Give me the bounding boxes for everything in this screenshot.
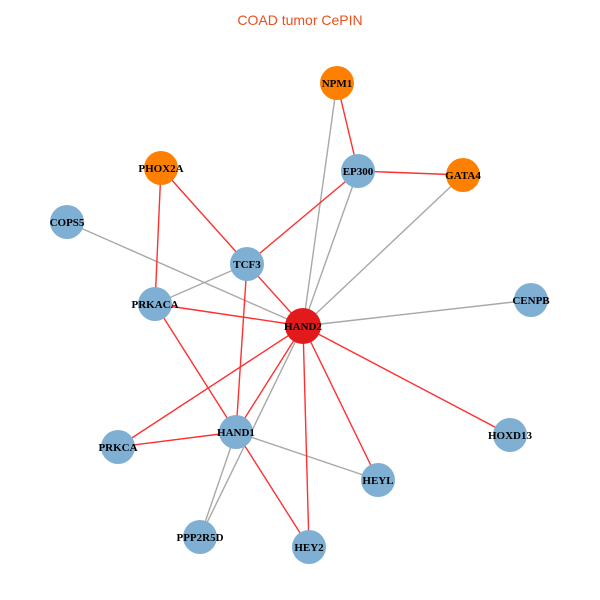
node-label: TCF3 <box>233 259 261 271</box>
node-npm1[interactable]: NPM1 <box>320 66 354 100</box>
node-gata4[interactable]: GATA4 <box>445 158 481 192</box>
edge-gata4-hand2 <box>302 174 464 327</box>
edge-hand1-hey2 <box>235 431 310 548</box>
node-circle <box>219 415 253 449</box>
node-label: PPP2R5D <box>176 532 223 544</box>
edge-ep300-tcf3 <box>246 170 359 265</box>
node-label: GATA4 <box>445 170 481 182</box>
edge-ep300-gata4 <box>357 170 464 176</box>
edge-hand2-heyl <box>302 325 379 481</box>
node-label: NPM1 <box>322 78 353 90</box>
node-circle <box>50 205 84 239</box>
edge-prkaca-hand2 <box>154 303 304 327</box>
edge-npm1-hand2 <box>302 82 338 327</box>
node-circle <box>493 418 527 452</box>
node-heyl[interactable]: HEYL <box>361 463 395 497</box>
edge-hand1-ppp2r5d <box>199 431 237 538</box>
node-hand1[interactable]: HAND1 <box>217 415 255 449</box>
node-label: HAND1 <box>217 427 255 439</box>
node-circle <box>514 283 548 317</box>
node-label: HEYL <box>362 475 393 487</box>
edge-phox2a-tcf3 <box>160 167 248 265</box>
node-hand2[interactable]: HAND2 <box>284 308 322 344</box>
edge-ep300-hand2 <box>302 170 359 327</box>
edge-cops5-hand2 <box>66 221 304 327</box>
edge-tcf3-hand1 <box>235 263 248 433</box>
node-circle <box>341 154 375 188</box>
node-label: HEY2 <box>294 542 324 554</box>
node-circle <box>138 287 172 321</box>
edge-prkaca-hand1 <box>154 303 237 433</box>
node-cops5[interactable]: COPS5 <box>50 205 85 239</box>
node-cenpb[interactable]: CENPB <box>512 283 550 317</box>
node-label: PRKACA <box>131 299 178 311</box>
edge-hand2-hey2 <box>302 325 310 548</box>
edge-phox2a-prkaca <box>154 167 162 305</box>
node-circle <box>144 151 178 185</box>
node-prkca[interactable]: PRKCA <box>98 430 138 464</box>
node-prkaca[interactable]: PRKACA <box>131 287 179 321</box>
edge-hand2-hoxd13 <box>302 325 511 436</box>
node-hey2[interactable]: HEY2 <box>292 530 326 564</box>
node-label: EP300 <box>343 166 374 178</box>
node-circle <box>183 520 217 554</box>
chart-title: COAD tumor CePIN <box>237 12 363 28</box>
node-circle <box>101 430 135 464</box>
node-label: CENPB <box>512 295 550 307</box>
node-circle <box>230 247 264 281</box>
edge-hand2-prkca <box>117 325 304 448</box>
node-ep300[interactable]: EP300 <box>341 154 375 188</box>
edge-hand2-cenpb <box>302 299 532 327</box>
edge-prkca-hand1 <box>117 431 237 448</box>
node-circle <box>446 158 480 192</box>
node-label: HOXD13 <box>488 430 533 442</box>
node-label: PHOX2A <box>138 163 183 175</box>
node-circle <box>285 308 321 344</box>
node-label: HAND2 <box>284 321 322 333</box>
node-hoxd13[interactable]: HOXD13 <box>488 418 533 452</box>
edge-hand2-hand1 <box>235 325 304 433</box>
node-ppp2r5d[interactable]: PPP2R5D <box>176 520 224 554</box>
node-circle <box>361 463 395 497</box>
node-label: COPS5 <box>50 217 85 229</box>
node-label: PRKCA <box>98 442 137 454</box>
node-phox2a[interactable]: PHOX2A <box>138 151 184 185</box>
node-circle <box>320 66 354 100</box>
node-circle <box>292 530 326 564</box>
node-tcf3[interactable]: TCF3 <box>230 247 264 281</box>
